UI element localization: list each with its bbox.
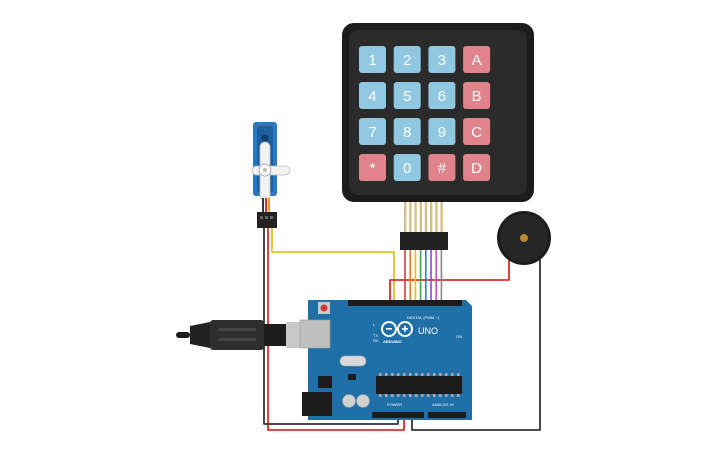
keypad-keys: 1 2 3 A 4 5 6 B 7 8 9 C * 0 # D: [359, 46, 491, 181]
keypad-connector: [400, 232, 448, 250]
keypad-key: [359, 82, 386, 109]
chip-pin: [409, 373, 412, 376]
ribbon-strand: [424, 202, 428, 232]
keypad-4x4: 1 2 3 A 4 5 6 B 7 8 9 C * 0 # D: [342, 23, 534, 250]
l-label: L: [373, 322, 376, 327]
chip-pin: [439, 373, 442, 376]
chip-pin: [397, 394, 400, 397]
keypad-key: [463, 118, 491, 145]
analog-header: [428, 412, 466, 418]
digital-label: DIGITAL (PWM ~): [407, 315, 440, 320]
chip-pin: [451, 373, 454, 376]
keypad-key: [463, 82, 491, 109]
chip-pin: [379, 394, 382, 397]
keypad-key-label: 6: [438, 88, 446, 105]
keypad-key: [359, 118, 386, 145]
reset-button: [320, 304, 328, 312]
ribbon-strand: [414, 202, 417, 232]
keypad-key-label: 0: [403, 160, 411, 177]
board-brand: ARDUINO: [383, 339, 402, 344]
keypad-key: [428, 118, 456, 145]
arduino-uno-board: UNO ARDUINO DIGITAL (PWM ~) POWER ANALOG…: [299, 300, 472, 420]
chip-pin: [385, 394, 388, 397]
keypad-key: [463, 154, 491, 181]
keypad-key-label: 8: [403, 124, 411, 141]
usb-cable: [176, 320, 310, 350]
keypad-key: [428, 46, 456, 73]
keypad-key-label: 7: [368, 124, 376, 141]
keypad-key: [393, 46, 421, 73]
chip-pin: [379, 373, 382, 376]
keypad-key-label: 3: [438, 52, 446, 69]
usb-jack: [299, 319, 331, 349]
chip-pin: [451, 394, 454, 397]
chip-pin: [433, 394, 436, 397]
ribbon-strand: [419, 202, 422, 232]
chip-pin: [403, 373, 406, 376]
keypad-key: [463, 46, 491, 73]
tx-label: TX: [373, 333, 378, 338]
servo-signal-wire: [271, 228, 395, 300]
servo-motor: [251, 122, 291, 228]
buzzer-signal-wire: [389, 258, 510, 300]
keypad-key-label: C: [471, 124, 482, 141]
chip-pin: [421, 373, 424, 376]
ribbon-strand: [430, 202, 433, 232]
chip-pin: [409, 394, 412, 397]
keypad-ribbon: [404, 202, 443, 232]
keypad-key: [428, 82, 456, 109]
chip-pin: [433, 373, 436, 376]
keypad-key: [359, 46, 386, 73]
digital-header: [348, 300, 462, 306]
chip-pin: [415, 394, 418, 397]
chip-pin: [457, 373, 460, 376]
on-label: ON: [456, 334, 462, 339]
chip-pin: [439, 394, 442, 397]
chip-pin: [421, 394, 424, 397]
power-label: POWER: [387, 402, 402, 407]
ribbon-strand: [440, 202, 443, 232]
power-jack: [302, 392, 332, 416]
buzzer-ground-wire: [411, 258, 541, 431]
keypad-key: [428, 154, 456, 181]
chip-pin: [391, 394, 394, 397]
ribbon-strand: [404, 202, 407, 232]
keypad-key-label: *: [370, 160, 376, 177]
power-header: [372, 412, 424, 418]
keypad-key-label: D: [471, 160, 482, 177]
chip-pin: [427, 373, 430, 376]
keypad-key-label: A: [472, 52, 482, 69]
analog-label: ANALOG IN: [432, 402, 454, 407]
chip-pin: [415, 373, 418, 376]
rx-label: RX: [373, 338, 379, 343]
chip-pin: [385, 373, 388, 376]
chip-pin: [457, 394, 460, 397]
chip-pin: [445, 394, 448, 397]
board-name: UNO: [418, 326, 438, 336]
keypad-key-label: #: [438, 160, 447, 177]
chip-pin: [397, 373, 400, 376]
piezo-buzzer: [497, 211, 551, 265]
chip-pin: [427, 394, 430, 397]
arduino-logo-icon: [381, 321, 413, 337]
ribbon-strand: [409, 202, 412, 232]
keypad-key-label: 5: [403, 88, 411, 105]
ribbon-strand: [435, 202, 438, 232]
keypad-key-label: 2: [403, 52, 411, 69]
keypad-key-label: B: [472, 88, 482, 105]
keypad-key: [359, 154, 386, 181]
keypad-key-label: 4: [368, 88, 376, 105]
keypad-key: [393, 118, 421, 145]
keypad-key: [393, 154, 421, 181]
keypad-key-label: 9: [438, 124, 446, 141]
keypad-key-label: 1: [368, 52, 376, 69]
keypad-key: [393, 82, 421, 109]
chip-pin: [445, 373, 448, 376]
chip-pin: [391, 373, 394, 376]
chip-pin: [403, 394, 406, 397]
keypad-wire-bundle: [404, 250, 443, 300]
microcontroller-chip: [376, 376, 462, 394]
